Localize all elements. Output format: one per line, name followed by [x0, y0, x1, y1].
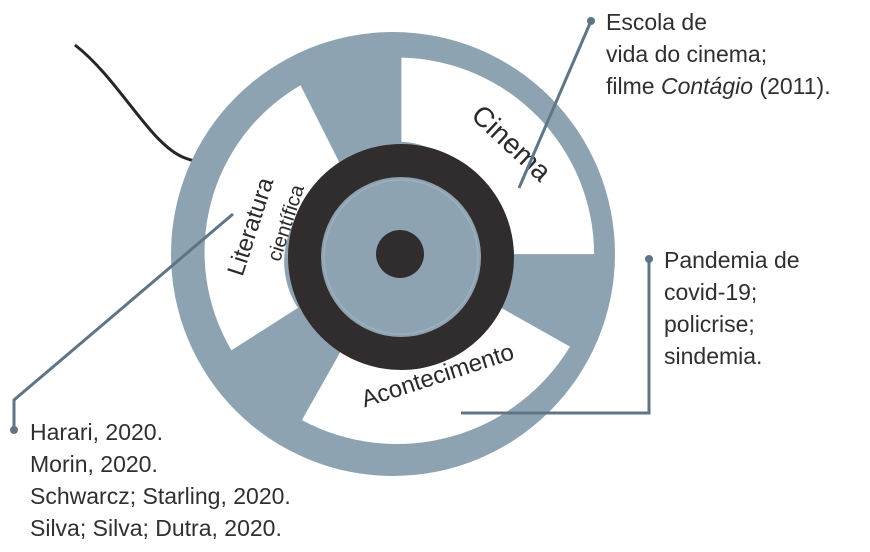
window-cinema	[401, 57, 595, 255]
note-acontecimento-line3: policrise;	[664, 311, 755, 337]
connector-cinema	[517, 20, 593, 189]
connector-dot-acontecimento	[645, 255, 653, 263]
note-cinema-line3: filme Contágio (2011).	[606, 70, 831, 102]
connector-dot-cinema	[587, 17, 595, 25]
reference-item: Schwarcz; Starling, 2020.	[30, 483, 291, 509]
spindle-hole	[376, 230, 424, 278]
note-cinema: Escola de vida do cinema; filme Contágio…	[606, 6, 831, 102]
hub-inner-ring	[323, 179, 479, 335]
note-acontecimento: Pandemia de covid-19; policrise; sindemi…	[664, 244, 800, 372]
connector-acontecimento	[461, 259, 651, 415]
window-literatura	[204, 85, 348, 351]
note-cinema-line2: vida do cinema;	[606, 41, 768, 67]
note-acontecimento-line2: covid-19;	[664, 279, 758, 305]
note-acontecimento-line1: Pandemia de	[664, 247, 800, 273]
note-cinema-line3-prefix: filme	[606, 73, 661, 99]
note-cinema-line3-suffix: (2011).	[753, 73, 831, 99]
connector-dot-literatura	[10, 426, 18, 434]
connector-literatura	[12, 212, 234, 430]
film-title: Contágio	[660, 73, 754, 99]
note-cinema-line1: Escola de	[606, 9, 708, 35]
note-literatura: Harari, 2020. Morin, 2020. Schwarcz; Sta…	[30, 416, 291, 544]
reference-item: Silva; Silva; Dutra, 2020.	[30, 515, 282, 541]
reference-item: Harari, 2020.	[30, 419, 163, 445]
window-acontecimento	[301, 293, 570, 444]
note-acontecimento-line4: sindemia.	[664, 343, 763, 369]
reference-item: Morin, 2020.	[30, 451, 158, 477]
